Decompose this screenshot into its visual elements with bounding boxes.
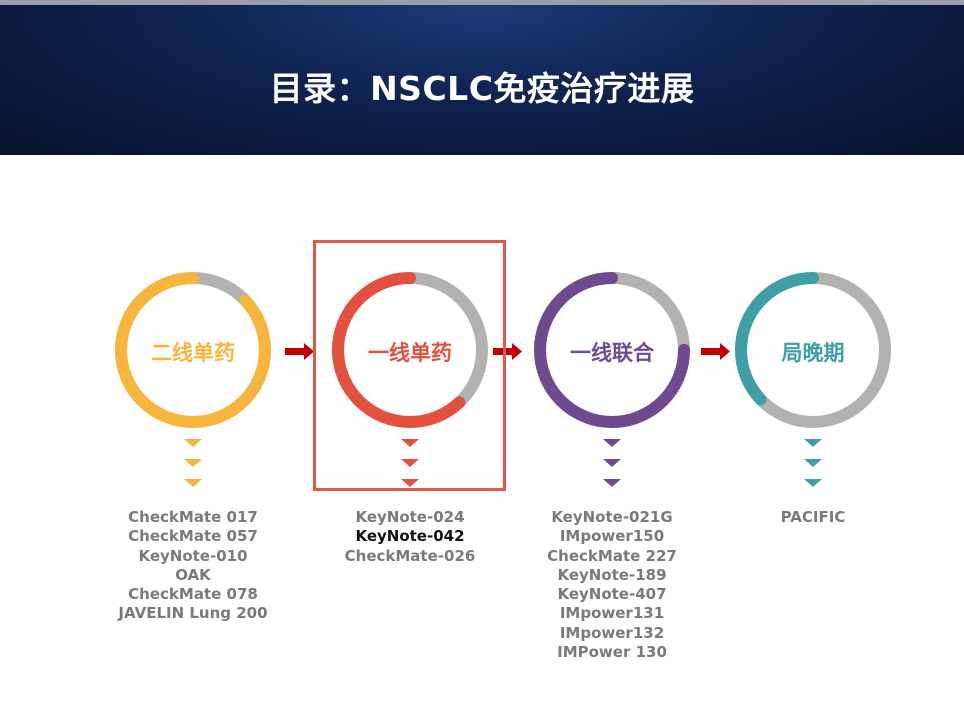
trial-item: KeyNote-010 [138,546,248,565]
chevron-down-icon [804,459,822,467]
chevron-down-icon [184,439,202,447]
highlight-box [313,240,506,491]
chevron-down-icon [401,439,419,447]
trial-item: KeyNote-024 [355,508,465,526]
chevron-down-icon [184,459,202,467]
ring-progress [115,272,271,428]
trial-item: CheckMate-026 [344,546,476,565]
top-border [0,0,964,5]
arrow-right-icon [304,343,314,360]
trial-item: CheckMate 017 [128,508,258,526]
chevron-down-icon [603,459,621,467]
chevron-down-icon [804,439,822,447]
stage-label: 一线单药 [368,341,452,365]
arrow-right-icon [701,348,721,355]
header-banner [0,5,964,155]
arrow-right-icon [285,348,305,355]
trial-item: CheckMate 227 [547,546,677,565]
trial-item: IMpower131 [559,604,665,623]
trial-item: JAVELIN Lung 200 [118,604,268,623]
trial-item: CheckMate 078 [128,585,258,604]
chevron-down-icon [401,459,419,467]
arrow-right-icon [720,343,730,360]
chevron-down-icon [804,479,822,487]
stage-label: 一线联合 [570,341,654,365]
chevron-down-icon [603,439,621,447]
trial-item: IMpower150 [559,527,665,546]
stage-label: 局晚期 [781,341,845,365]
chevron-down-icon [603,479,621,487]
chevron-down-icon [184,479,202,487]
trial-item: PACIFIC [780,508,846,526]
ring-progress [332,272,488,428]
trial-list: PACIFIC [703,508,923,527]
ring-progress [735,272,891,428]
stage-label: 二线单药 [151,341,235,365]
chevron-down-icon [401,479,419,487]
trial-item: CheckMate 057 [128,527,258,546]
trial-item: KeyNote-407 [557,585,667,604]
trial-item: KeyNote-189 [557,565,667,584]
trial-item: IMpower132 [559,623,665,642]
trial-item: OAK [175,565,211,584]
page-title: 目录：NSCLC免疫治疗进展 [269,69,695,108]
ring-progress [534,272,690,428]
trial-item: KeyNote-042 [355,527,465,546]
arrow-right-icon [512,343,522,360]
trial-item: IMPower 130 [557,643,667,662]
trial-item: KeyNote-021G [551,508,673,526]
